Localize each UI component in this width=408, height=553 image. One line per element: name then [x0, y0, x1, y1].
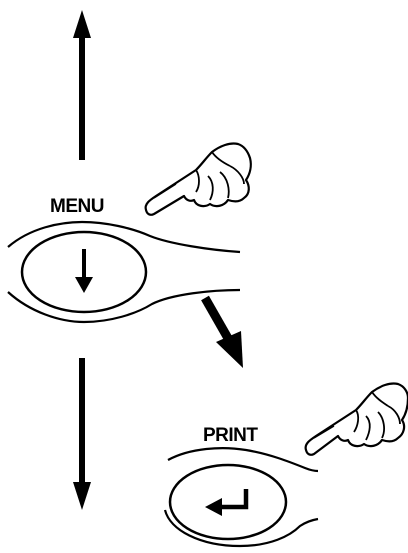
print-button-label: PRINT [203, 425, 258, 446]
enter-return-icon [205, 489, 249, 516]
down-arrow [73, 358, 91, 510]
pointing-hand-icon [304, 382, 408, 456]
menu-button-label: MENU [50, 196, 104, 217]
down-arrow-icon [75, 249, 93, 293]
print-button [163, 447, 319, 548]
diagonal-arrow [201, 295, 243, 368]
up-arrow [73, 10, 91, 160]
menu-button [7, 220, 241, 324]
pointing-hand-icon [144, 142, 252, 216]
